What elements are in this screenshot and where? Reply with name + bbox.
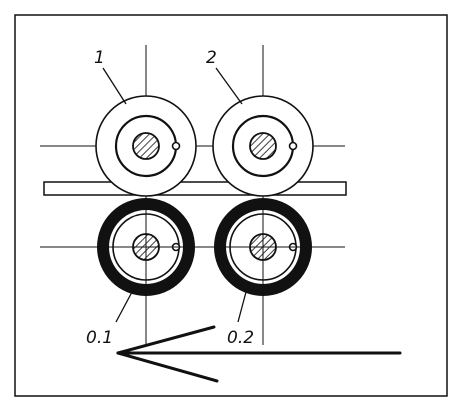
roller-1 xyxy=(95,95,197,197)
roller-0-1 xyxy=(97,198,195,296)
diagram-border xyxy=(14,14,448,397)
label-roller-2: 2 xyxy=(206,48,217,68)
leader-line-0-1 xyxy=(115,291,133,323)
label-roller-0-2: 0.2 xyxy=(227,328,254,348)
leader-line-0-2 xyxy=(237,291,247,323)
roller-2 xyxy=(212,95,314,197)
leader-line-1 xyxy=(102,67,127,105)
label-roller-0-1: 0.1 xyxy=(86,328,113,348)
strip-band xyxy=(43,181,347,196)
leader-line-2 xyxy=(215,67,243,105)
direction-arrow xyxy=(116,325,402,383)
roller-0-2 xyxy=(214,198,312,296)
label-roller-1: 1 xyxy=(94,48,105,68)
